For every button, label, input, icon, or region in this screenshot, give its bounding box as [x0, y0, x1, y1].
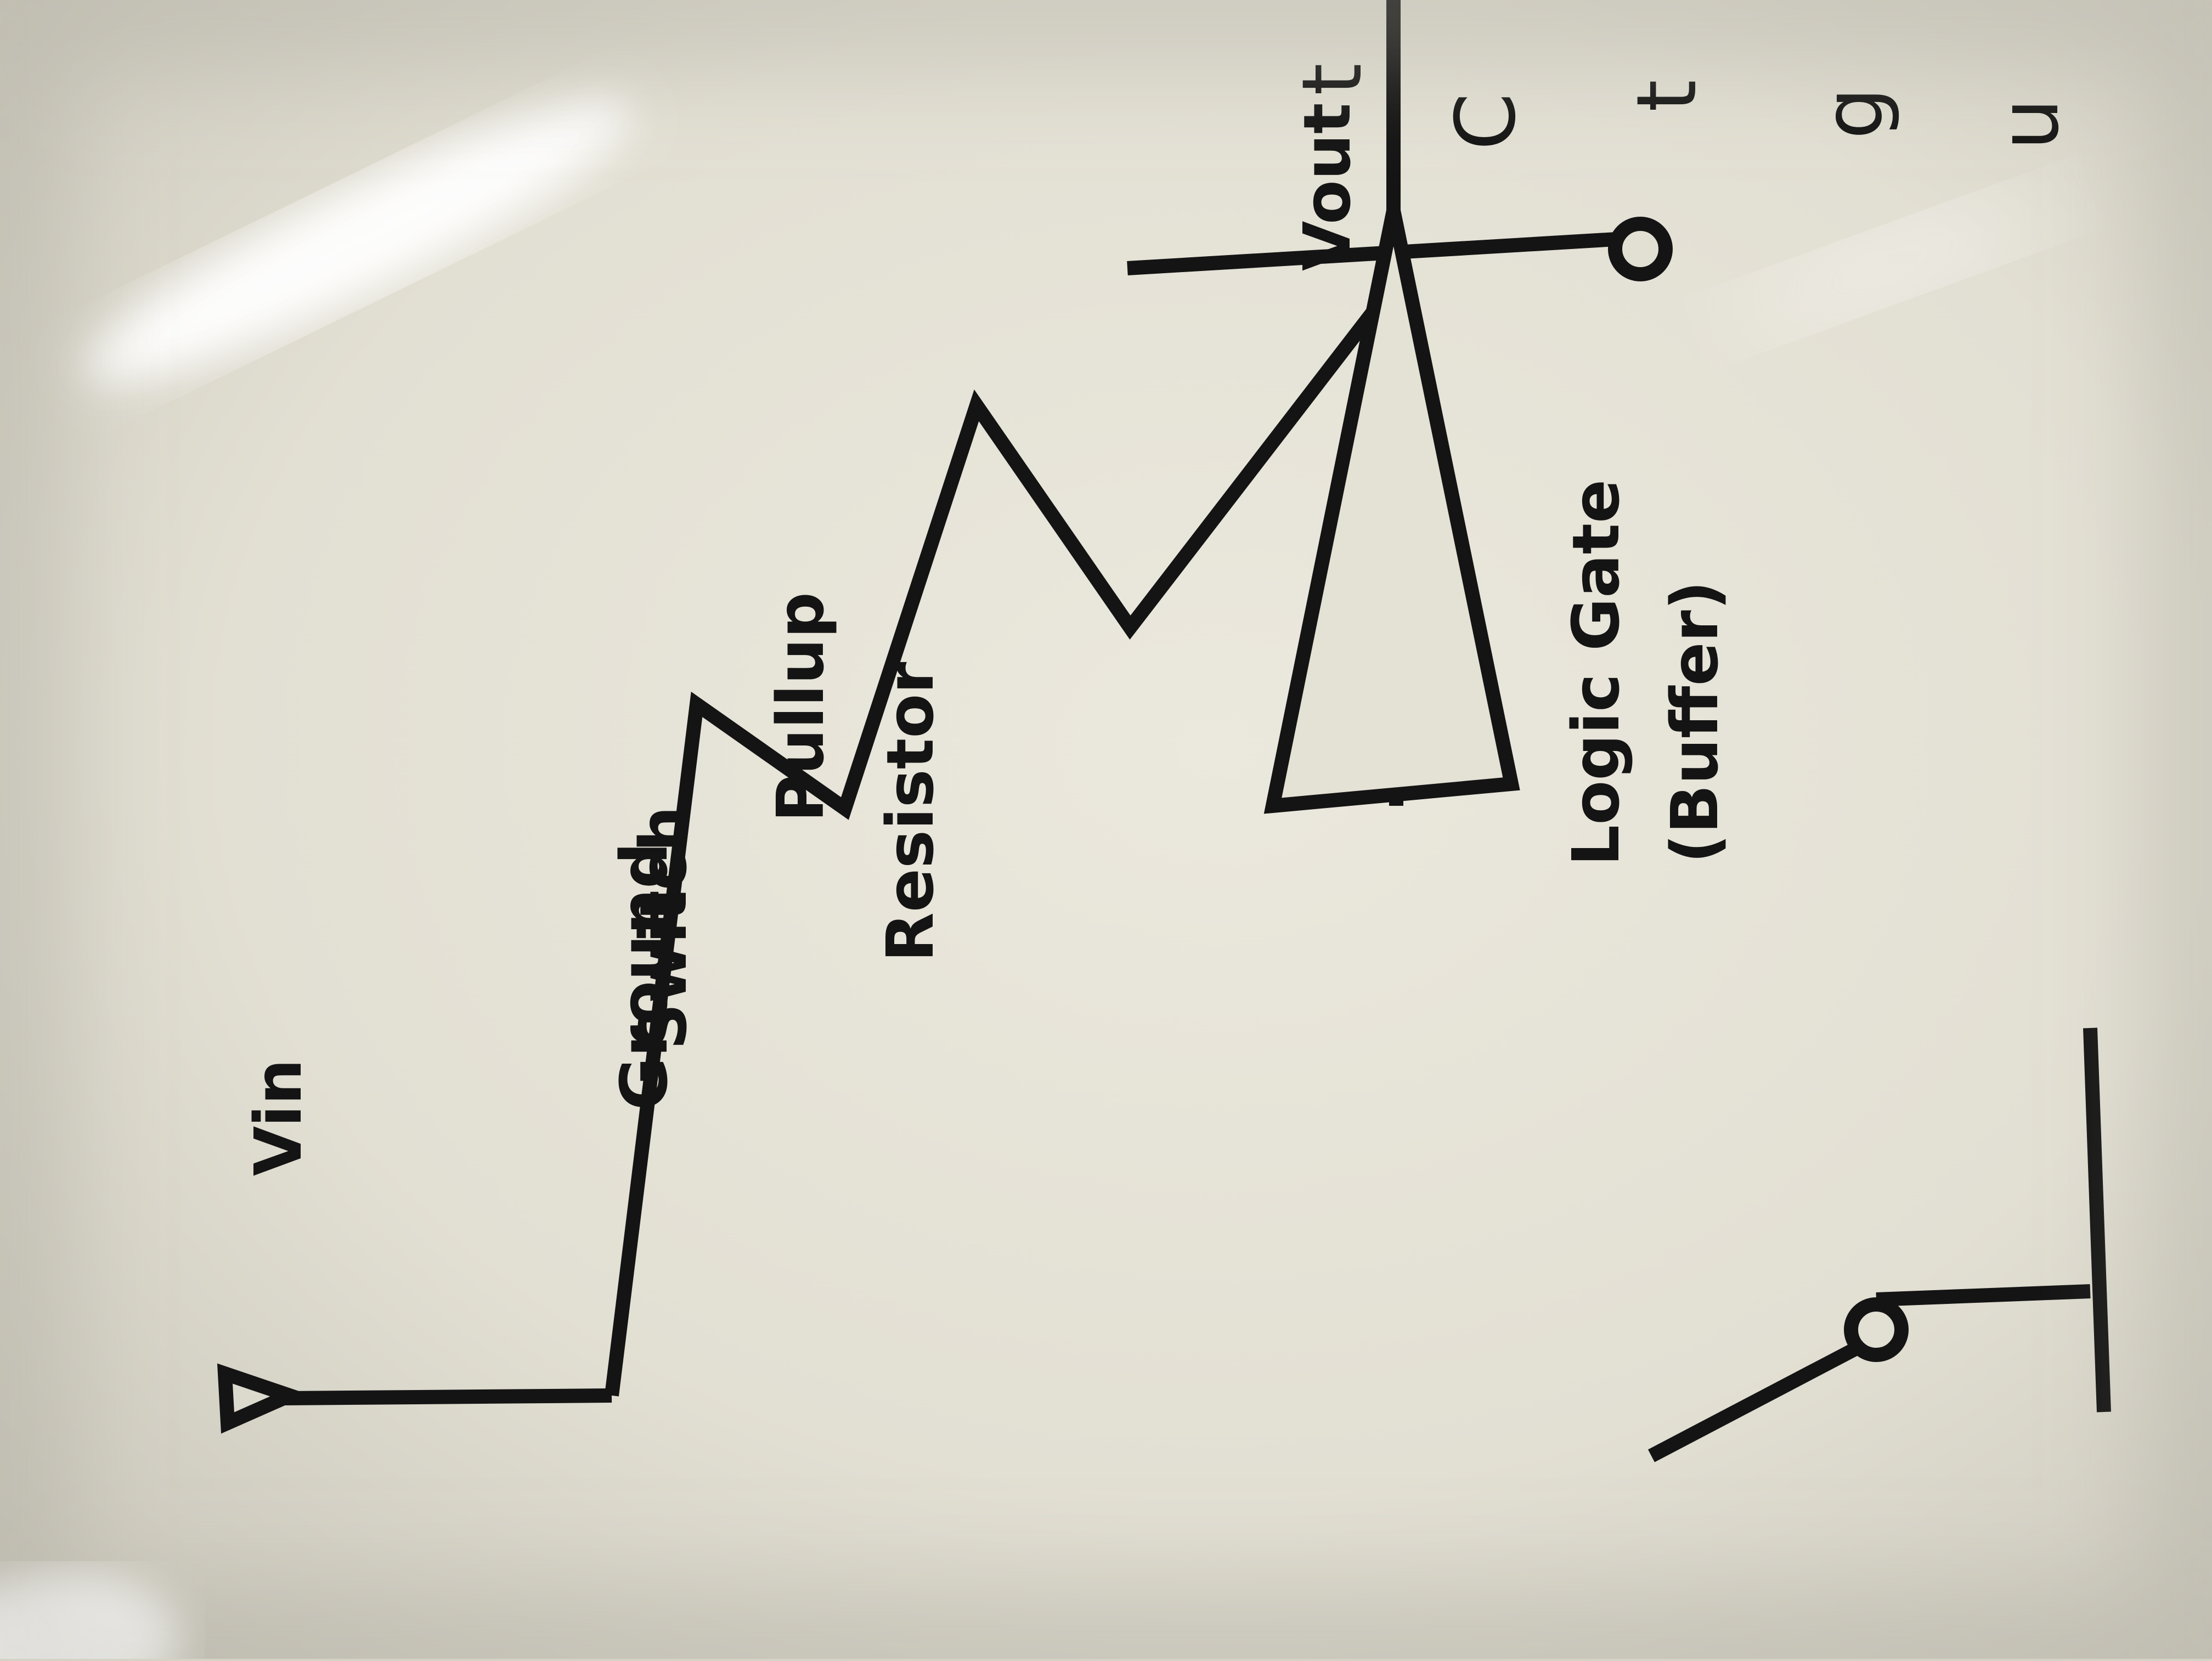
label-gate-line1: Logic Gate — [1558, 479, 1634, 866]
buffer-gate-symbol — [1263, 209, 1520, 814]
label-switch: Switch — [625, 806, 701, 1050]
rotated-page-content: Vin Pullup Resistor Switch Ground Logic … — [217, 0, 2111, 1462]
switch-contact-bottom — [1844, 1297, 1909, 1362]
label-pullup-line1: Pullup — [763, 592, 838, 822]
label-ground: Ground — [606, 842, 682, 1110]
switch-lever — [1647, 1331, 1880, 1462]
label-vout: Vout — [1289, 103, 1365, 271]
label-gate-line2: (Buffer) — [1657, 580, 1733, 863]
label-pullup-line2: Resistor — [872, 662, 948, 962]
vin-arrow-symbol — [217, 1363, 309, 1434]
margin-fragment: C — [1438, 93, 1534, 150]
label-vin: Vin — [240, 1059, 316, 1176]
margin-fragment: g — [1806, 87, 1901, 139]
vin-wire — [285, 1388, 612, 1405]
ground-wire — [1876, 1284, 2091, 1307]
margin-fragment: t — [1620, 80, 1715, 112]
ground-symbol — [2083, 1027, 2111, 1413]
margin-fragment: u — [1982, 98, 2077, 150]
switch-contact-top — [1608, 217, 1673, 281]
pullup-resistor-symbol — [605, 302, 1383, 1397]
